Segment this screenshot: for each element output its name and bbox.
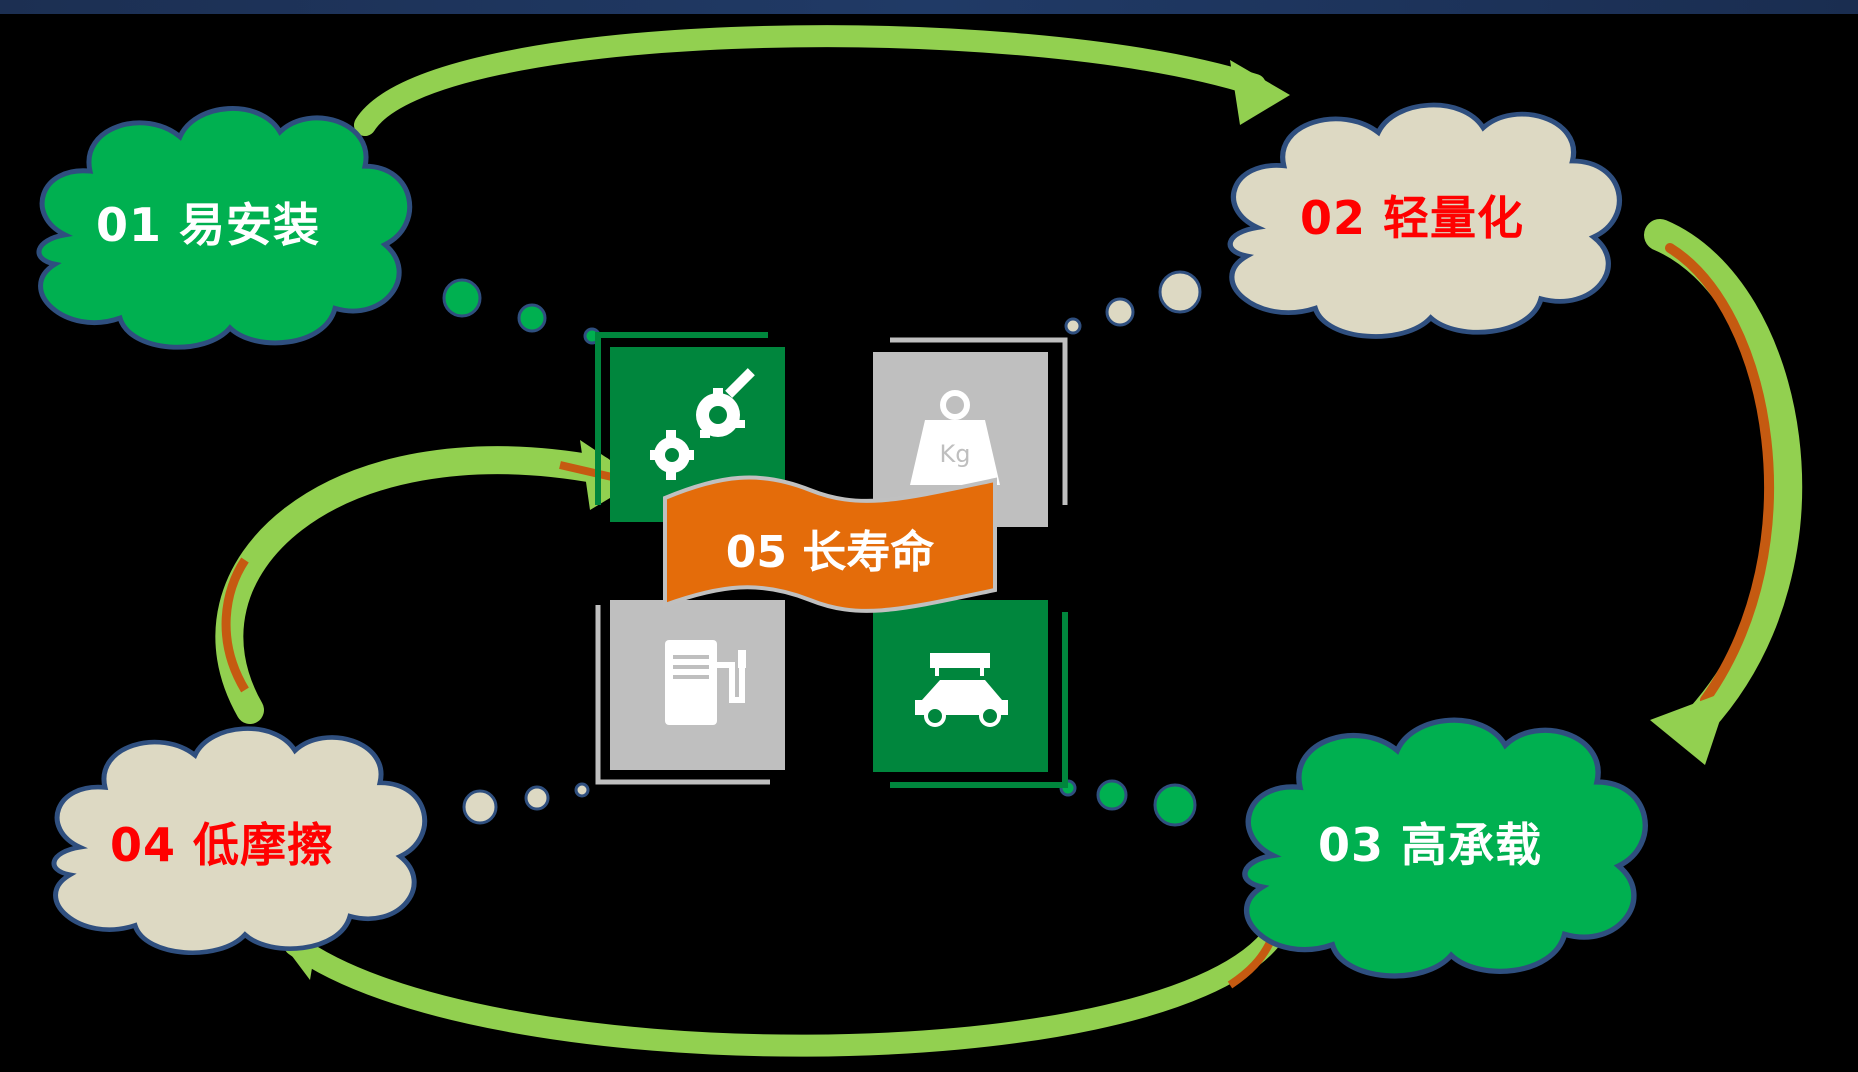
gears-icon bbox=[650, 368, 755, 480]
label-01: 01 易安装 bbox=[95, 198, 321, 252]
fuel-pump-icon bbox=[665, 640, 746, 725]
top-bar bbox=[0, 0, 1858, 14]
label-03: 03 高承载 bbox=[1317, 818, 1543, 872]
banner-label-05: 05 长寿命 bbox=[725, 527, 935, 578]
dots-04-center bbox=[462, 782, 590, 825]
label-04: 04 低摩擦 bbox=[109, 818, 335, 872]
center-tiles: Kg bbox=[595, 332, 1068, 788]
arrow-03-to-04 bbox=[280, 920, 1281, 1057]
car-with-roof-load-icon bbox=[915, 653, 1008, 727]
svg-text:Kg: Kg bbox=[940, 440, 971, 468]
weight-kg-icon: Kg bbox=[910, 390, 1000, 485]
dots-02-center bbox=[1064, 270, 1202, 335]
arrow-01-to-02 bbox=[354, 25, 1290, 136]
banner-05 bbox=[663, 475, 997, 613]
arrow-02-to-03 bbox=[1644, 219, 1803, 765]
dots-01-center bbox=[442, 278, 601, 345]
dots-03-center bbox=[1059, 779, 1197, 827]
label-02: 02 轻量化 bbox=[1299, 191, 1525, 245]
arrow-04-to-05 bbox=[215, 440, 640, 724]
